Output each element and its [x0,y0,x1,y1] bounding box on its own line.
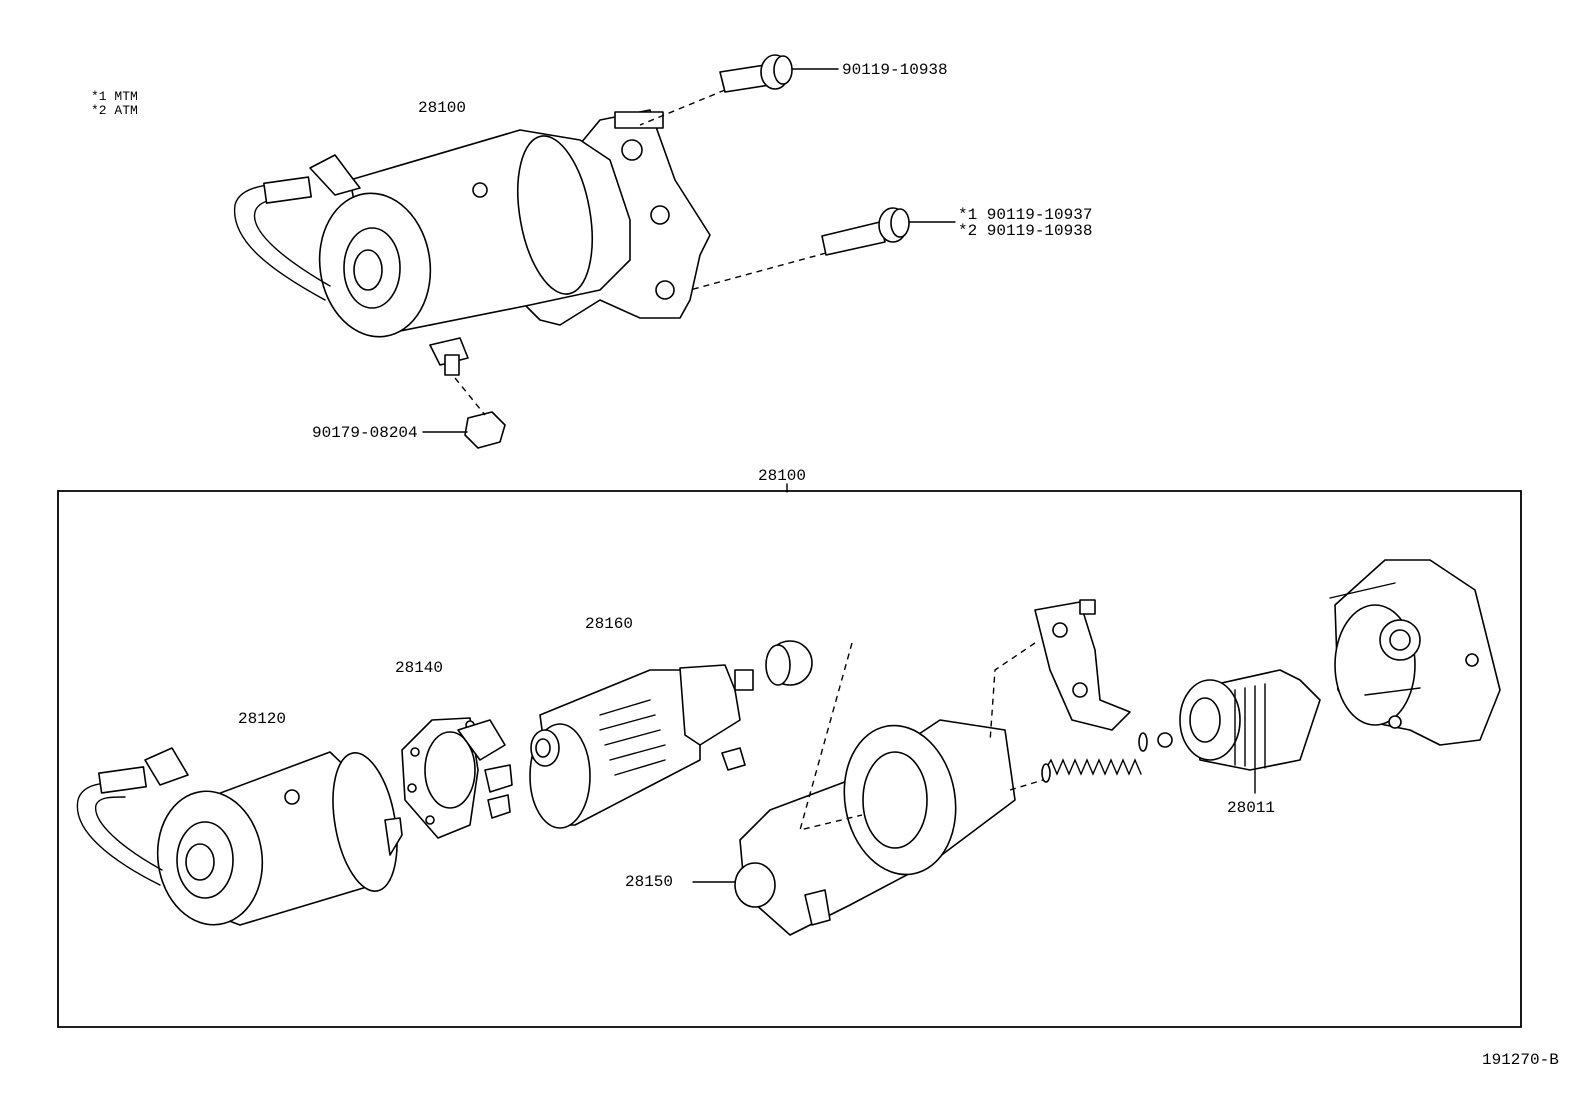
drive-housing [1330,560,1500,745]
callout-bolt-mid-2: *2 90119-10938 [958,222,1093,240]
spring [1042,733,1147,782]
steel-ball [1158,733,1172,747]
dashed-guide-2 [990,643,1035,742]
pinion-gear [766,641,812,685]
yoke [77,748,406,932]
callout-bolt-mid-1: *1 90119-10937 [958,206,1093,224]
legend-text: ATM [114,103,138,118]
legend-text: MTM [114,89,138,104]
callout-armature: 28160 [585,615,634,633]
figure-id: 191270-B [1482,1051,1559,1069]
callout-yoke: 28120 [238,710,287,728]
legend-mark: *1 [91,89,107,104]
bolt-mid [690,208,955,290]
exploded-view-frame [58,491,1521,1027]
legend-item-mtm: *1 MTM [91,90,138,103]
callout-nut: 90179-08204 [312,424,418,442]
nut [423,378,505,448]
starter-assembly-top [235,110,710,375]
legend-item-atm: *2 ATM [91,104,138,117]
callout-magnetic-switch: 28150 [625,873,674,891]
dashed-guide-3 [1010,780,1043,790]
callout-assembly-top: 28100 [418,99,467,117]
callout-bolt-top: 90119-10938 [842,61,948,79]
bolt-top [640,55,838,125]
magnetic-switch [693,717,1015,935]
starter-clutch [1180,670,1320,793]
callout-assembly-frame: 28100 [758,467,807,485]
armature [530,665,753,828]
dashed-guide-1 [800,643,862,830]
callout-brush-holder: 28140 [395,659,444,677]
bracket-plate [1035,600,1130,730]
brush-holder [402,718,512,838]
legend-mark: *2 [91,103,107,118]
callout-clutch: 28011 [1227,799,1276,817]
